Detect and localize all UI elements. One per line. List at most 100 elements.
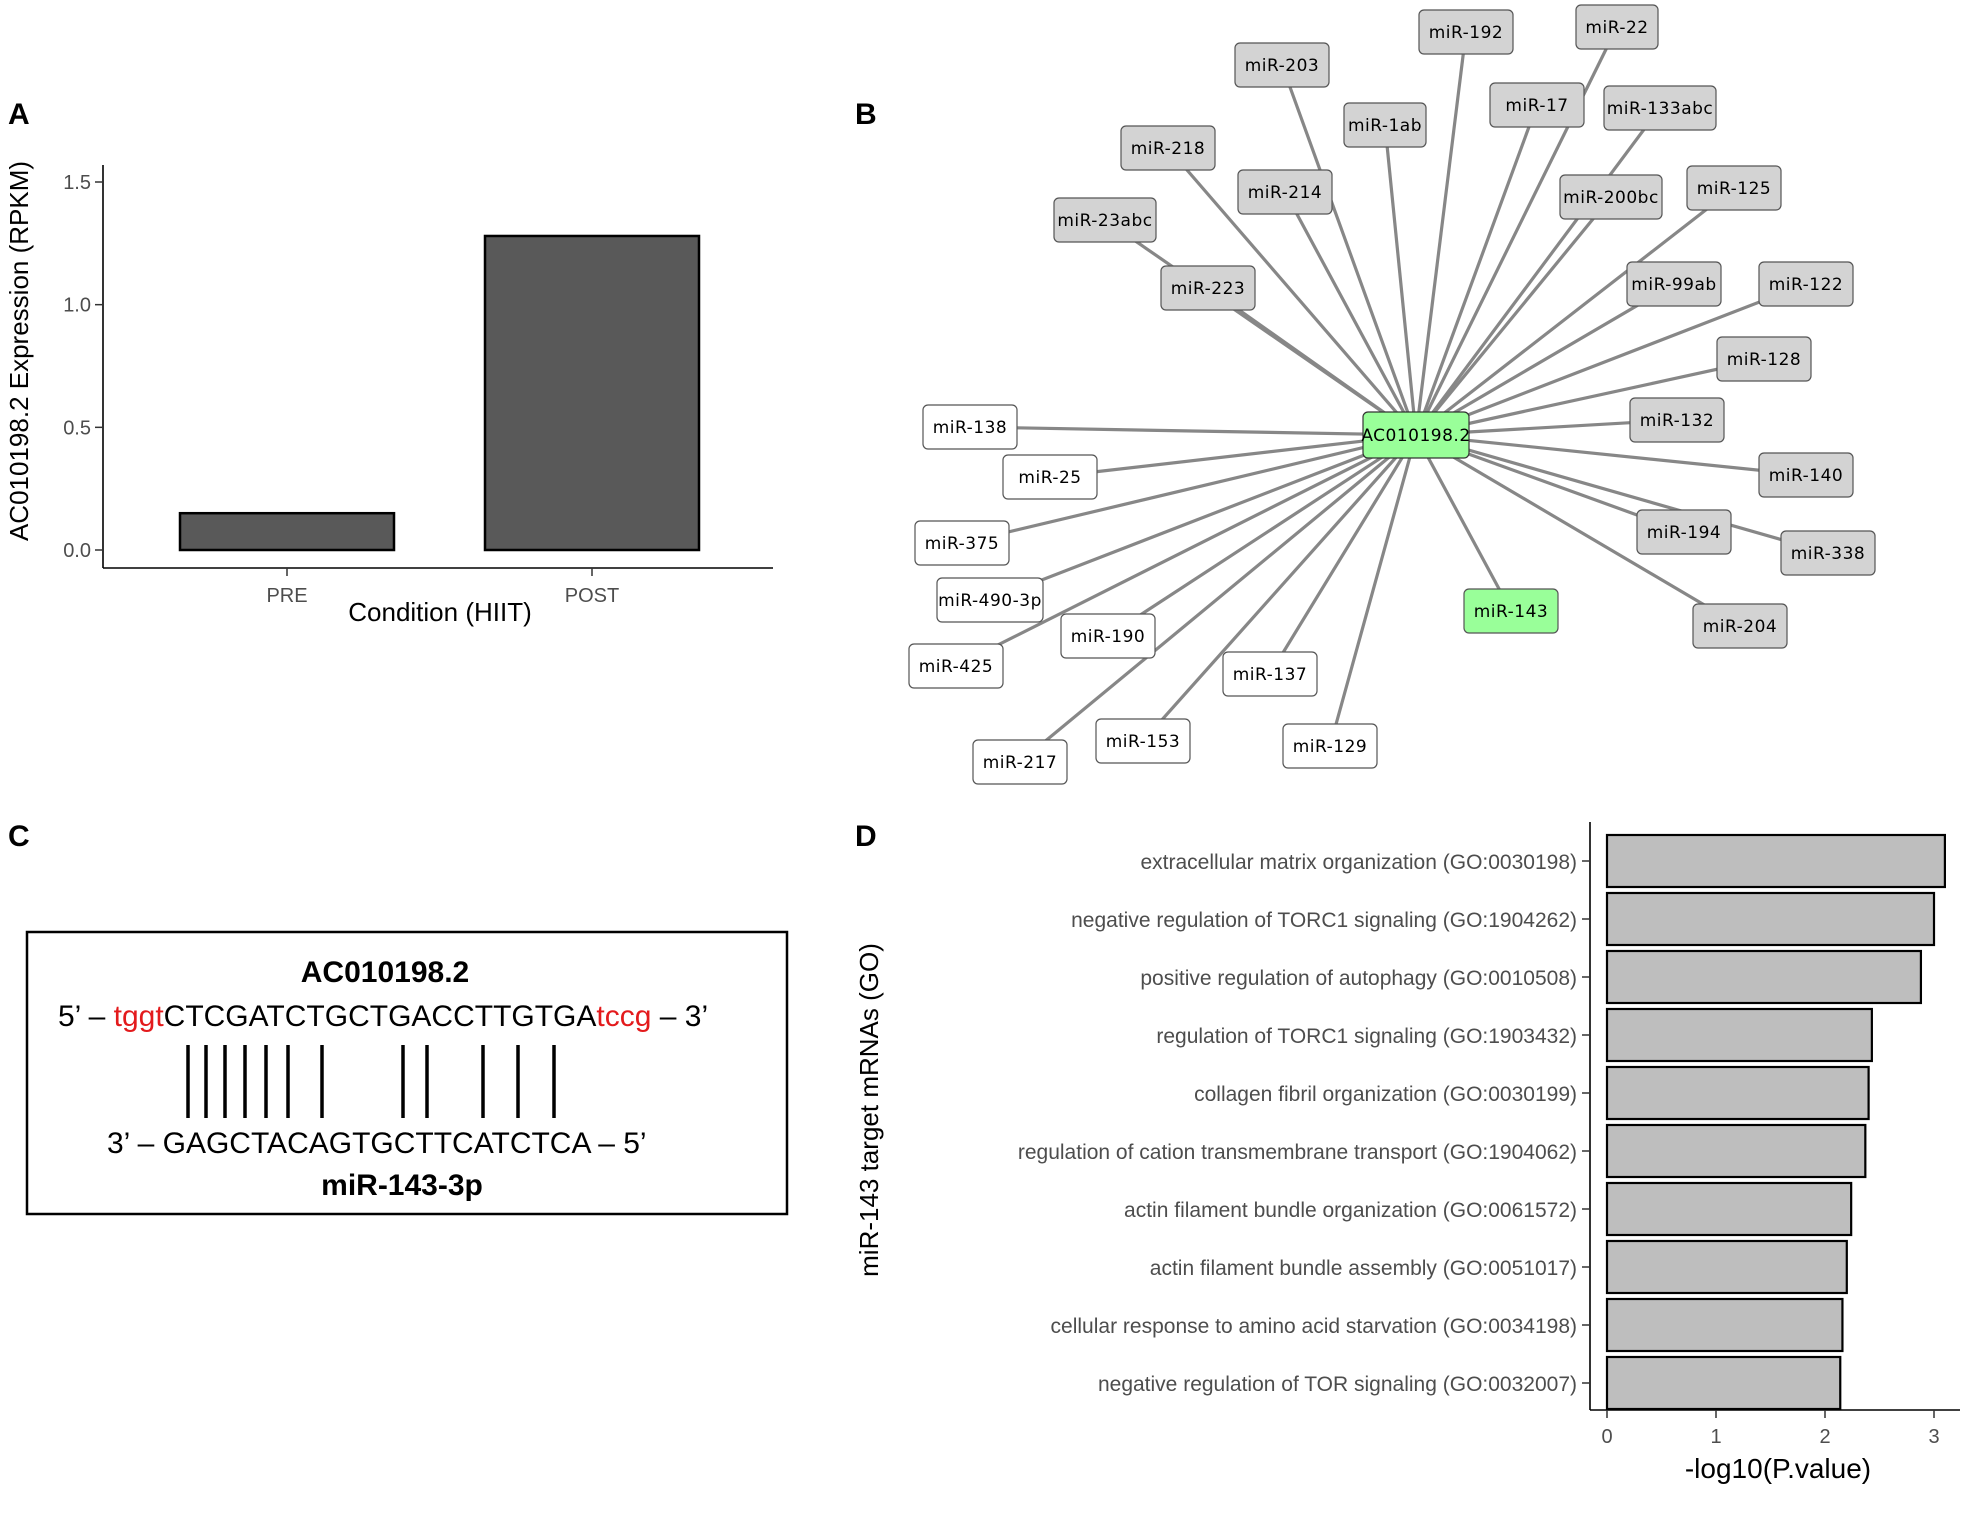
alignment-top-title: AC010198.2 <box>301 956 469 989</box>
network-node-mir-490-3p: miR-490-3p <box>936 577 1044 623</box>
d-category-label: actin filament bundle assembly (GO:00510… <box>1150 1257 1577 1280</box>
d-category-label: regulation of cation transmembrane trans… <box>1018 1141 1577 1164</box>
d-category-label: negative regulation of TORC1 signaling (… <box>1071 909 1577 932</box>
network-node-label: miR-190 <box>1071 627 1146 647</box>
network-edge <box>1283 191 1418 436</box>
d-bar <box>1605 1297 1844 1353</box>
network-node-mir-99ab: miR-99ab <box>1626 261 1722 307</box>
a-x-tick-label: PRE <box>266 585 307 607</box>
d-bar <box>1605 1239 1848 1295</box>
network-node-label: miR-203 <box>1245 56 1320 76</box>
network-node-label: miR-132 <box>1640 411 1715 431</box>
network-node-mir-138: miR-138 <box>922 404 1018 450</box>
d-x-tick-label: 3 <box>1928 1426 1939 1448</box>
a-bar-post <box>483 234 701 552</box>
network-node-mir-425: miR-425 <box>908 643 1004 689</box>
a-x-axis-title: Condition (HIIT) <box>348 597 532 627</box>
network-node-label: miR-99ab <box>1631 275 1716 295</box>
go-enrichment-chart: extracellular matrix organization (GO:00… <box>854 822 1960 1484</box>
network-edge <box>1414 31 1468 436</box>
network-edge <box>1049 433 1417 479</box>
d-bar <box>1605 833 1946 889</box>
d-y-axis-title: miR-143 target mRNAs (GO) <box>854 943 884 1277</box>
network-node-mir-122: miR-122 <box>1758 261 1854 307</box>
network-node-label: miR-214 <box>1248 183 1323 203</box>
network-edge <box>1415 433 1807 477</box>
network-node-label: miR-425 <box>919 657 994 677</box>
a-bar-pre <box>178 511 396 552</box>
network-node-label: miR-153 <box>1106 732 1181 752</box>
d-bar <box>1605 1355 1842 1411</box>
d-category-label: extracellular matrix organization (GO:00… <box>1140 851 1577 874</box>
network-node-mir-137: miR-137 <box>1222 651 1318 697</box>
network-edge <box>961 433 1417 545</box>
network-node-label: miR-23abc <box>1057 211 1152 231</box>
network-edge <box>955 433 1417 668</box>
network-node-label: miR-138 <box>933 418 1008 438</box>
network-node-mir-192: miR-192 <box>1418 9 1514 55</box>
network-node-label: miR-223 <box>1171 279 1246 299</box>
network-edge <box>1414 434 1513 612</box>
a-y-axis-title: AC010198.2 Expression (RPKM) <box>4 161 34 541</box>
d-bar <box>1605 891 1936 947</box>
network-node-label: miR-17 <box>1505 96 1568 116</box>
network-node-mir-23abc: miR-23abc <box>1053 197 1157 243</box>
network-node-mir-125: miR-125 <box>1686 165 1782 211</box>
d-x-tick-label: 1 <box>1710 1426 1721 1448</box>
panel-b-letter: B <box>855 98 877 131</box>
network-node-label: miR-218 <box>1131 139 1206 159</box>
network-edge <box>1414 195 1613 437</box>
network-node-label: miR-122 <box>1769 275 1844 295</box>
a-y-tick-label: 0.5 <box>63 417 91 439</box>
panel-d-letter: D <box>855 820 877 853</box>
network-node-mir-203: miR-203 <box>1234 42 1330 88</box>
network-node-mir-190: miR-190 <box>1060 613 1156 659</box>
d-category-label: regulation of TORC1 signaling (GO:190343… <box>1156 1025 1577 1048</box>
network-node-label: miR-129 <box>1293 737 1368 757</box>
network-edge <box>1415 282 1807 437</box>
network-node-label: miR-192 <box>1429 23 1504 43</box>
network-edge <box>1383 124 1418 436</box>
network-node-mir-153: miR-153 <box>1095 718 1191 764</box>
network-center-label: AC010198.2 <box>1361 426 1470 446</box>
d-category-label: cellular response to amino acid starvati… <box>1051 1315 1577 1338</box>
network-node-mir-25: miR-25 <box>1002 454 1098 500</box>
network-node-label: miR-137 <box>1233 665 1308 685</box>
a-y-tick-label: 0.0 <box>63 540 91 562</box>
network-node-mir-1ab: miR-1ab <box>1343 102 1427 148</box>
network-edge <box>1018 433 1418 764</box>
d-category-label: negative regulation of TOR signaling (GO… <box>1098 1373 1577 1396</box>
network-node-label: miR-194 <box>1647 523 1722 543</box>
d-category-label: positive regulation of autophagy (GO:001… <box>1140 967 1577 990</box>
network-edge <box>1415 282 1675 437</box>
network-edge <box>1414 107 1662 436</box>
network-edge <box>969 425 1417 437</box>
network-node-mir-204: miR-204 <box>1692 603 1788 649</box>
sequence-alignment: AC010198.2 5’ – tggtCTCGATCTGCTGACCTTGTG… <box>25 930 789 1216</box>
network-node-mir-214: miR-214 <box>1237 169 1333 215</box>
network-node-label: miR-217 <box>983 753 1058 773</box>
network-node-mir-140: miR-140 <box>1758 452 1854 498</box>
network-edge <box>1280 64 1418 436</box>
network-edge <box>989 433 1417 602</box>
network-node-mir-17: miR-17 <box>1489 82 1585 128</box>
d-bar <box>1605 1065 1870 1121</box>
network-node-label: miR-125 <box>1697 179 1772 199</box>
network-node-mir-22: miR-22 <box>1575 4 1659 50</box>
d-bar <box>1605 1123 1867 1179</box>
network-node-label: miR-128 <box>1727 350 1802 370</box>
network-node-mir-133abc: miR-133abc <box>1603 85 1717 131</box>
d-x-axis-title: -log10(P.value) <box>1685 1453 1871 1484</box>
network-node-label: miR-490-3p <box>938 591 1042 611</box>
d-bar <box>1605 949 1923 1005</box>
network-center-node: AC010198.2 <box>1361 411 1470 459</box>
alignment-bottom-sequence: 3’ – GAGCTACAGTGCTTCATCTCA – 5’ <box>107 1127 647 1160</box>
network-edge <box>1328 434 1418 747</box>
network-node-label: miR-1ab <box>1348 116 1422 136</box>
network-node-mir-223: miR-223 <box>1160 265 1256 311</box>
network-node-label: miR-204 <box>1703 617 1778 637</box>
network-node-mir-128: miR-128 <box>1716 336 1812 382</box>
panel-a-letter: A <box>8 98 30 131</box>
